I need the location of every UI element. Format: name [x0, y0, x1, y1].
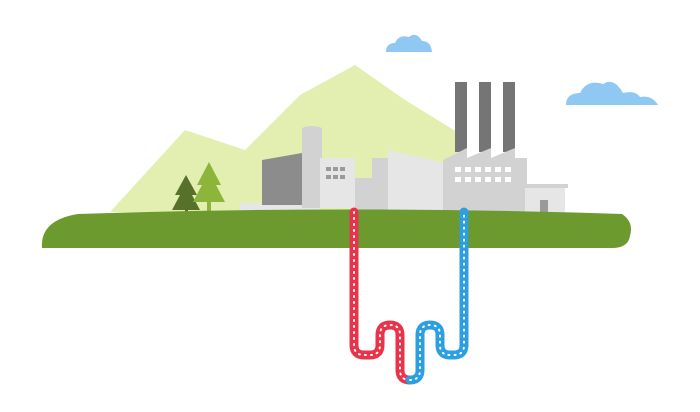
cloud-icon — [386, 34, 432, 52]
tree-icon — [172, 175, 200, 213]
ground — [41, 209, 631, 248]
cloud-icon — [566, 81, 658, 105]
tree-icon — [193, 162, 225, 211]
geothermal-pipe-icon — [349, 207, 469, 385]
